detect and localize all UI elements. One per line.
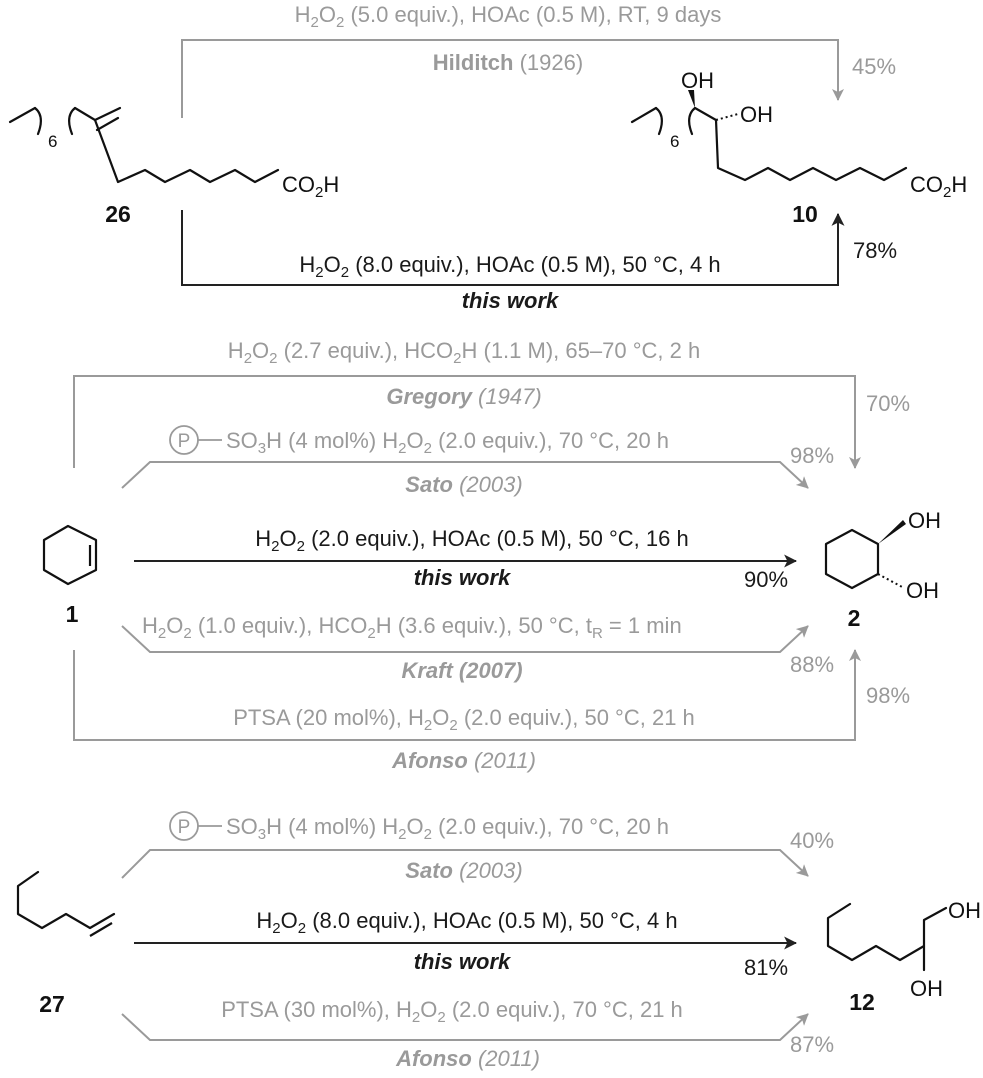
product-10-oh1: OH [681,68,714,93]
afonso-yield-3: 87% [790,1032,834,1057]
cyclohexanediol-structure: OH OH 2 [824,508,941,631]
cyclohexene-structure: 1 [42,524,98,627]
hilditch-reference: Hilditch (1926) [433,50,583,75]
sato-yield-2: 98% [790,443,834,468]
afonso-conditions-3: PTSA (30 mol%), H2O2 (2.0 equiv.), 70 °C… [221,997,683,1026]
compound-label-27: 27 [39,991,65,1017]
this-work-yield-1: 78% [853,238,897,263]
afonso-arrow-3 [121,1013,809,1041]
compound-label-1: 1 [66,601,79,627]
polymer-support-label: P [178,431,191,452]
hilditch-arrow [181,39,844,118]
compound-label-26: 26 [105,201,131,227]
hash-bond [715,113,739,121]
product-10-chain-index: 6 [670,132,679,151]
sato-conditions-2: SO3H (4 mol%) H2O2 (2.0 equiv.), 70 °C, … [226,428,669,457]
kraft-arrow [121,625,809,653]
this-work-conditions-1: H2O2 (8.0 equiv.), HOAc (0.5 M), 50 °C, … [299,252,720,281]
kraft-reference: Kraft (2007) [401,658,522,683]
afonso-reference-2: Afonso (2011) [391,748,536,773]
product-12-oh2: OH [910,976,943,1001]
hash-bond [877,573,905,589]
sato-arrow-2 [121,461,809,489]
kraft-conditions: H2O2 (1.0 equiv.), HCO2H (3.6 equiv.), 5… [142,613,682,642]
this-work-conditions-3: H2O2 (8.0 equiv.), HOAc (0.5 M), 50 °C, … [256,908,677,937]
compound-label-12: 12 [849,989,875,1015]
sato-yield-3: 40% [790,828,834,853]
reaction-2: H2O2 (2.7 equiv.), HCO2H (1.1 M), 65–70 … [42,338,941,773]
kraft-yield: 88% [790,652,834,677]
this-work-label-2: this work [414,565,512,590]
hexene-structure: 27 [16,870,116,1017]
product-2-oh1: OH [908,508,941,533]
polymer-support-label: P [178,817,191,838]
sato-conditions-3: SO3H (4 mol%) H2O2 (2.0 equiv.), 70 °C, … [226,814,669,843]
reaction-3: P SO3H (4 mol%) H2O2 (2.0 equiv.), 70 °C… [16,811,981,1071]
this-work-label-3: this work [414,949,512,974]
afonso-reference-3: Afonso (2011) [395,1046,540,1071]
compound-label-2: 2 [848,605,861,631]
dihydroxystearic-acid-structure: 6 OH OH CO2H 10 [630,68,967,227]
product-10-acid: CO2H [910,172,967,201]
reaction-1: H2O2 (5.0 equiv.), HOAc (0.5 M), RT, 9 d… [8,2,967,313]
gregory-conditions: H2O2 (2.7 equiv.), HCO2H (1.1 M), 65–70 … [228,338,700,367]
reactant-26-chain-index: 6 [48,132,57,151]
gregory-reference: Gregory (1947) [386,384,541,409]
product-12-oh1: OH [948,898,981,923]
this-work-arrow-1 [181,210,845,286]
hilditch-yield: 45% [852,54,896,79]
sato-reference-2: Sato (2003) [405,472,522,497]
octanediol-structure: OH OH 12 [826,898,981,1015]
hilditch-conditions: H2O2 (5.0 equiv.), HOAc (0.5 M), RT, 9 d… [295,2,722,31]
product-10-oh2: OH [740,102,773,127]
compound-label-10: 10 [792,201,818,227]
wedge-bond [878,520,906,544]
afonso-conditions-2: PTSA (20 mol%), H2O2 (2.0 equiv.), 50 °C… [233,705,695,734]
product-2-oh2: OH [906,578,939,603]
sato-arrow-3 [121,849,809,879]
this-work-yield-3: 81% [744,955,788,980]
oleic-acid-structure: 6 CO2H 26 [8,106,339,227]
wedge-bond [688,90,695,108]
gregory-arrow [73,375,861,469]
afonso-arrow-2 [73,649,861,741]
sato-reference-3: Sato (2003) [405,858,522,883]
gregory-yield: 70% [866,391,910,416]
this-work-label-1: this work [462,288,560,313]
afonso-yield-2: 98% [866,683,910,708]
this-work-conditions-2: H2O2 (2.0 equiv.), HOAc (0.5 M), 50 °C, … [255,526,688,555]
reactant-26-acid: CO2H [282,172,339,201]
this-work-yield-2: 90% [744,567,788,592]
